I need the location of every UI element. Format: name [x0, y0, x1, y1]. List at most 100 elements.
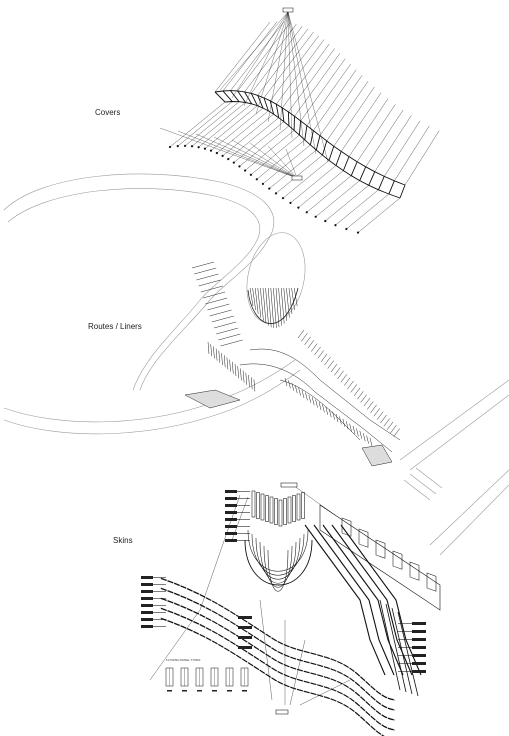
liner-slat: [301, 389, 305, 399]
liner-slat: [335, 413, 339, 423]
pod-contour: [255, 537, 301, 580]
pod-fin: [269, 496, 274, 524]
tag-inline: [238, 636, 252, 639]
exit-road-b: [409, 394, 509, 471]
crosswalk: [403, 467, 443, 501]
covers-ray-up: [276, 39, 325, 105]
covers-ray-down: [325, 185, 369, 222]
liner-slat: [297, 329, 305, 339]
liner-slat: [248, 374, 250, 388]
liner-slat: [373, 408, 381, 417]
liner-slat: [318, 401, 322, 411]
liner-slat: [383, 418, 390, 427]
skin-strip-right: [340, 524, 422, 676]
skin-strip-right: [322, 524, 404, 676]
liner-slat: [393, 428, 400, 437]
covers-ray-down: [210, 107, 264, 151]
liner-slat: [304, 336, 311, 345]
covers-ray-up: [306, 63, 351, 126]
covers-band-edge-bottom: [224, 101, 401, 199]
skins-tags-right: [238, 616, 426, 673]
legend-panel-code: [197, 690, 202, 692]
covers-guy-line: [195, 133, 298, 179]
covers-ray-node: [314, 215, 317, 218]
covers-guy-line: [177, 130, 298, 179]
liner-slat: [216, 327, 239, 335]
liner-slat: [202, 291, 226, 299]
covers-ray-up: [244, 24, 297, 92]
wall-window: [341, 517, 352, 537]
covers-ray-node: [334, 224, 337, 227]
liner-slat: [213, 321, 237, 329]
liner-slat: [250, 377, 253, 390]
liner-slat: [237, 366, 239, 379]
covers-ray-down: [184, 101, 240, 147]
covers-roof-band: [214, 90, 406, 199]
liner-slat: [207, 303, 230, 311]
tag-pod: [225, 497, 237, 500]
pod-fin: [256, 492, 260, 519]
liner-slat: [253, 379, 256, 392]
liner-slat: [311, 343, 318, 352]
covers-guy-line: [231, 11, 289, 99]
covers-ray-node: [232, 161, 235, 164]
pod-fin: [274, 498, 278, 525]
liner-slat: [353, 387, 361, 396]
liner-slat: [218, 350, 221, 363]
canopy-slat: [265, 287, 269, 326]
covers-ray-down: [244, 130, 295, 171]
liner-slat: [369, 437, 373, 447]
skin-strip: [159, 577, 396, 701]
liner-slat: [307, 340, 315, 349]
liner-slat: [337, 370, 344, 379]
covers-guy-line: [159, 127, 298, 179]
liner-slat: [325, 406, 329, 415]
liner-slat: [288, 380, 291, 389]
covers-rib: [281, 107, 285, 122]
walkway-middle: [239, 363, 393, 453]
tag-pod: [225, 511, 237, 514]
liner-slat: [363, 397, 371, 407]
exit-road-d: [439, 484, 509, 556]
liner-slat: [191, 261, 215, 269]
covers-guy-line: [249, 142, 298, 179]
covers-ray-up: [222, 21, 278, 92]
pod-fin: [296, 493, 301, 521]
tag-left: [141, 625, 153, 628]
skin-strip-right: [313, 524, 395, 676]
covers-ray-up: [300, 58, 346, 121]
pod-contour: [267, 549, 289, 592]
skin-strip-right: [304, 524, 386, 676]
wall-window: [375, 539, 386, 559]
canopy-slat: [291, 287, 295, 311]
liner-slat: [198, 279, 221, 287]
canopy-slat: [283, 287, 288, 321]
pod-fin: [287, 496, 292, 524]
skin-strip: [159, 607, 396, 731]
liner-slat: [380, 414, 387, 424]
covers-rib: [335, 151, 342, 166]
covers-rib: [388, 180, 395, 195]
liner-slat: [367, 401, 374, 410]
legend-panel-code: [227, 690, 232, 692]
wall-window: [409, 561, 420, 581]
routes-structures: [184, 261, 401, 467]
covers-ray-up: [313, 69, 357, 131]
covers-ray-node: [197, 146, 200, 149]
tag-left: [141, 611, 153, 614]
liner-slat: [360, 394, 367, 403]
skins-serpentine-strips: [159, 524, 422, 736]
canopy-edge: [247, 287, 299, 324]
liner-slat: [362, 433, 366, 442]
liner-slat: [194, 267, 217, 275]
tag-pod: [225, 490, 237, 493]
pod-contour: [247, 529, 309, 572]
liner-slat: [334, 367, 341, 376]
liner-slat: [221, 352, 223, 366]
liner-slat: [356, 428, 359, 437]
liner-slat: [232, 361, 234, 374]
covers-ray-down: [262, 144, 311, 185]
leader-line: [289, 482, 336, 516]
liner-slat: [226, 357, 229, 370]
pod-fin: [265, 495, 269, 522]
